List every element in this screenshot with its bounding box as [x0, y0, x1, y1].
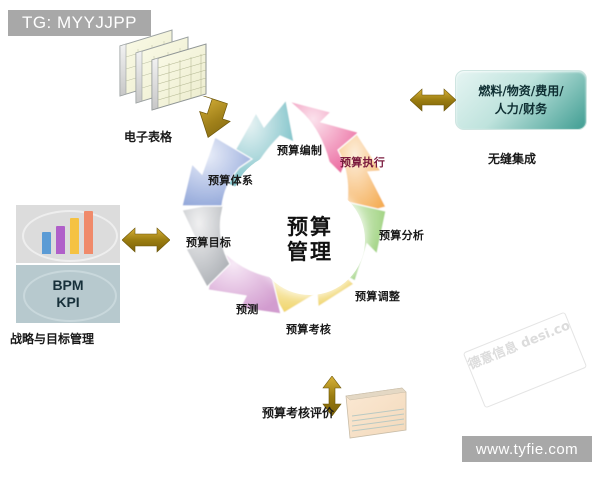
strategy-goal-panel: BPM KPI	[16, 205, 120, 323]
segment-budget-analysis	[337, 133, 387, 219]
segment-label-forecast: 预测	[236, 303, 259, 316]
kpi-label: KPI	[56, 294, 80, 310]
right-bidirectional-arrow-icon	[410, 88, 456, 112]
segment-label-budget-assessment: 预算考核	[286, 323, 332, 336]
spreadsheet-flow-arrow-icon	[199, 96, 231, 138]
bar-chart-icon	[16, 205, 120, 263]
strategy-goal-caption: 战略与目标管理	[10, 332, 95, 346]
chart-bar-1	[42, 232, 51, 254]
center-line-2: 管理	[287, 240, 333, 264]
segment-label-budget-analysis: 预算分析	[379, 229, 425, 242]
center-line-1: 预算	[287, 215, 333, 239]
integration-line-2: 人力/财务	[494, 102, 548, 116]
chart-bar-3	[70, 218, 79, 254]
segment-label-budget-preparation: 预算编制	[277, 144, 323, 157]
segment-budget-system	[181, 136, 254, 207]
chart-ellipse-decoration	[22, 210, 118, 262]
bpm-kpi-text: BPM KPI	[52, 277, 83, 311]
segment-label-budget-adjustment: 预算调整	[355, 290, 401, 303]
segment-label-budget-goal: 预算目标	[186, 236, 232, 249]
bottom-bidirectional-arrow-icon	[322, 376, 342, 416]
watermark-top-left: TG: MYYJJPP	[8, 10, 151, 36]
segment-label-budget-execution: 预算执行	[340, 156, 386, 169]
kpi-ellipse-decoration	[23, 270, 117, 322]
watermark-diagonal: 德意信息 desi.com	[462, 311, 588, 409]
integration-text: 燃料/物资/费用/ 人力/财务	[478, 82, 563, 118]
segment-label-budget-system: 预算体系	[208, 174, 254, 187]
integration-caption: 无缝集成	[488, 152, 537, 166]
chart-bar-4	[84, 211, 93, 254]
integration-box: 燃料/物资/费用/ 人力/财务	[455, 70, 587, 130]
center-label: 预算 管理	[255, 185, 365, 295]
bpm-label: BPM	[52, 277, 84, 293]
watermark-bottom-right: www.tyfie.com	[462, 436, 592, 462]
bpm-kpi-box: BPM KPI	[16, 265, 120, 323]
spreadsheet-caption: 电子表格	[124, 130, 173, 144]
left-bidirectional-arrow-icon	[122, 227, 170, 253]
evaluation-report-icon	[345, 387, 407, 439]
spreadsheet-icon	[119, 29, 207, 111]
integration-line-1: 燃料/物资/费用/	[478, 84, 564, 98]
evaluation-caption: 预算考核评价	[262, 406, 335, 420]
segment-budget-goal	[181, 201, 231, 288]
chart-bar-2	[56, 226, 65, 254]
